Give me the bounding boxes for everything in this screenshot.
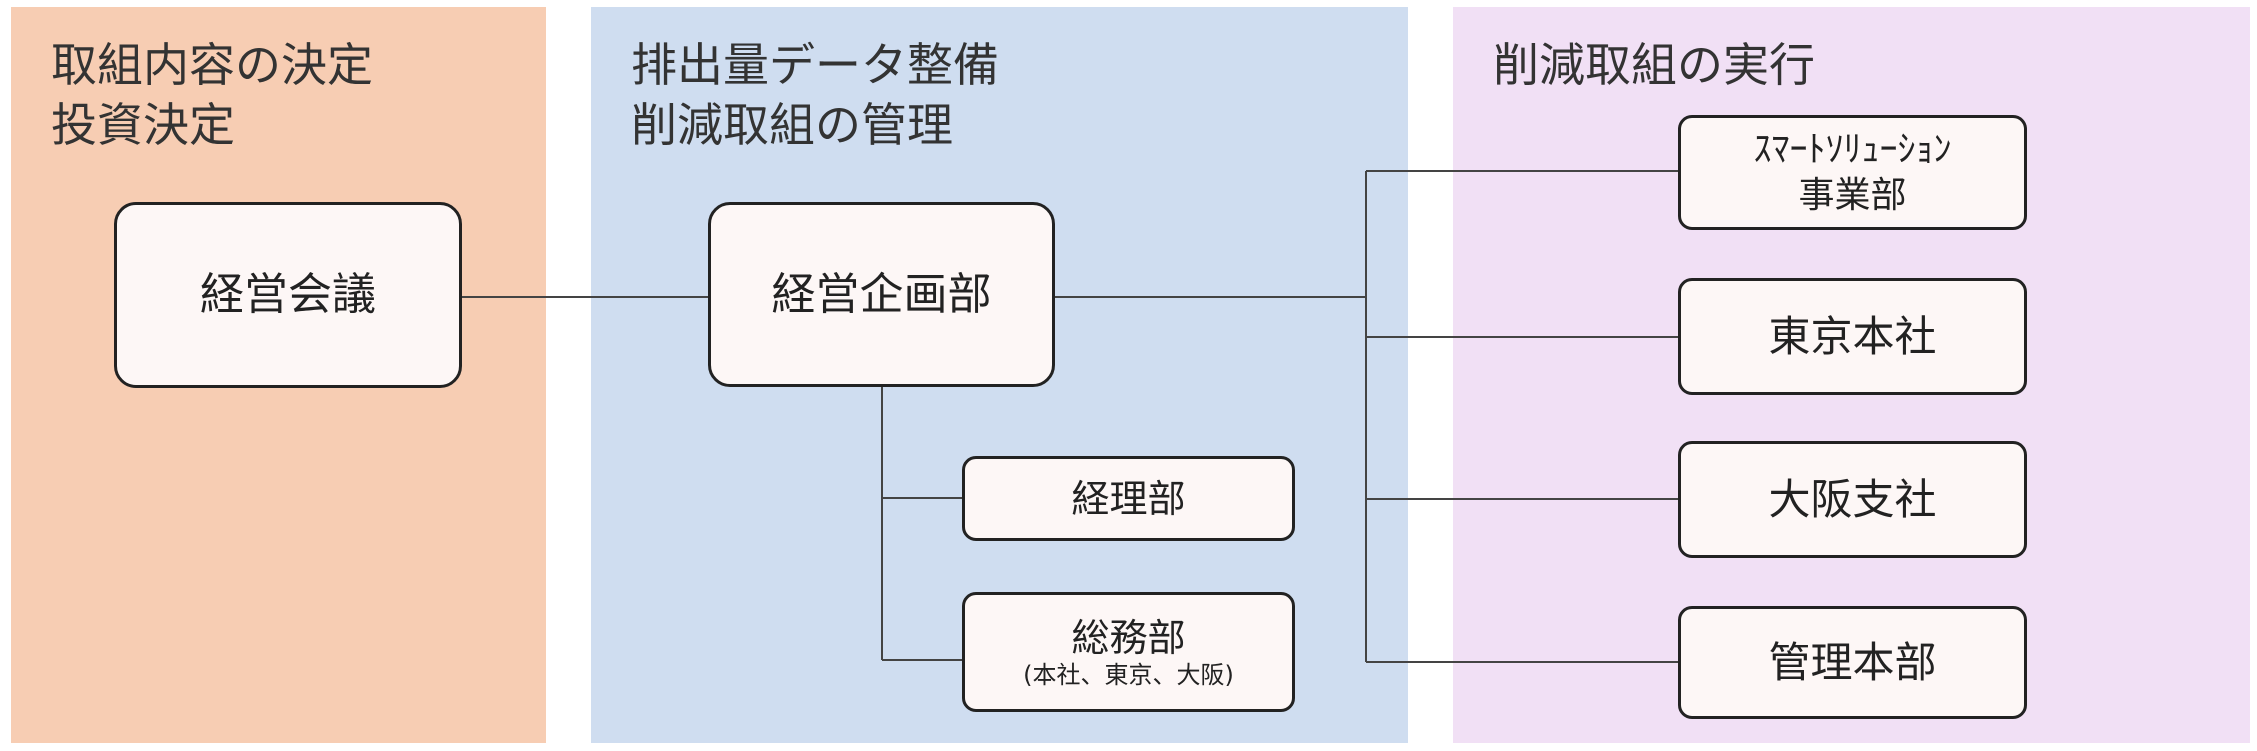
node-tokyo-label: 東京本社 [1768, 311, 1937, 361]
node-soumu-label: 総務部 [1071, 616, 1186, 660]
node-keiei-kaigi-label: 経営会議 [200, 269, 376, 320]
node-smart-solution-line1: ｽﾏｰﾄｿﾘｭｰｼｮﾝ [1753, 128, 1952, 170]
node-keiri-label: 経理部 [1071, 476, 1186, 521]
column-title-management: 排出量データ整備 削減取組の管理 [631, 38, 999, 152]
node-keiri: 経理部 [962, 456, 1295, 541]
node-keiei-kikaku: 経営企画部 [708, 202, 1055, 387]
node-kanri: 管理本部 [1678, 606, 2027, 719]
node-osaka-label: 大阪支社 [1768, 474, 1937, 524]
node-kanri-label: 管理本部 [1768, 637, 1937, 687]
node-smart-solution: ｽﾏｰﾄｿﾘｭｰｼｮﾝ 事業部 [1678, 115, 2027, 230]
node-tokyo: 東京本社 [1678, 278, 2027, 395]
node-soumu-note: (本社、東京、大阪) [1023, 661, 1234, 689]
column-title-execution: 削減取組の実行 [1493, 38, 1815, 92]
node-keiei-kikaku-label: 経営企画部 [771, 268, 992, 320]
node-smart-solution-line2: 事業部 [1798, 174, 1907, 216]
node-keiei-kaigi: 経営会議 [114, 202, 462, 388]
node-soumu: 総務部 (本社、東京、大阪) [962, 592, 1295, 712]
column-title-decision: 取組内容の決定 投資決定 [51, 38, 373, 152]
node-osaka: 大阪支社 [1678, 441, 2027, 558]
